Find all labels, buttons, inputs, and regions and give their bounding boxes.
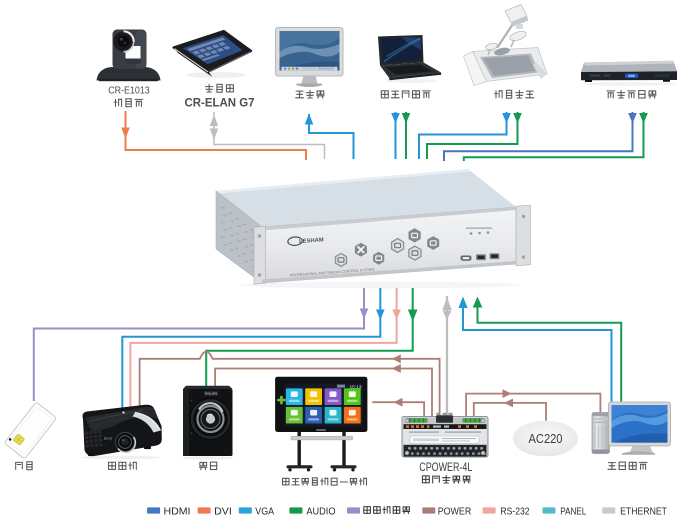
- svg-text:AUDIO: AUDIO: [306, 506, 335, 517]
- svg-text:CPOWER-4L: CPOWER-4L: [419, 460, 472, 474]
- svg-text:BenQ: BenQ: [104, 437, 113, 441]
- svg-text:PANEL: PANEL: [560, 506, 586, 517]
- svg-text:LESHAM: LESHAM: [299, 237, 324, 245]
- svg-text:HDMI: HDMI: [164, 506, 191, 517]
- svg-text:15:13: 15:13: [349, 384, 361, 390]
- svg-text:CR-ELAN G7: CR-ELAN G7: [185, 98, 255, 110]
- svg-text:PROFESSIONAL MULTIMEDIA CONTRO: PROFESSIONAL MULTIMEDIA CONTROL SYSTEM: [290, 268, 375, 278]
- svg-text:ETHERNET: ETHERNET: [620, 506, 667, 517]
- svg-text:VGA: VGA: [255, 506, 274, 517]
- svg-text:PHILIPS: PHILIPS: [205, 392, 217, 396]
- svg-text:RS-232: RS-232: [500, 506, 529, 517]
- svg-text:CR-E1013: CR-E1013: [108, 85, 150, 97]
- svg-text:POWER: POWER: [438, 506, 472, 517]
- svg-text:DVI: DVI: [214, 506, 232, 517]
- svg-text:AC220: AC220: [529, 432, 563, 446]
